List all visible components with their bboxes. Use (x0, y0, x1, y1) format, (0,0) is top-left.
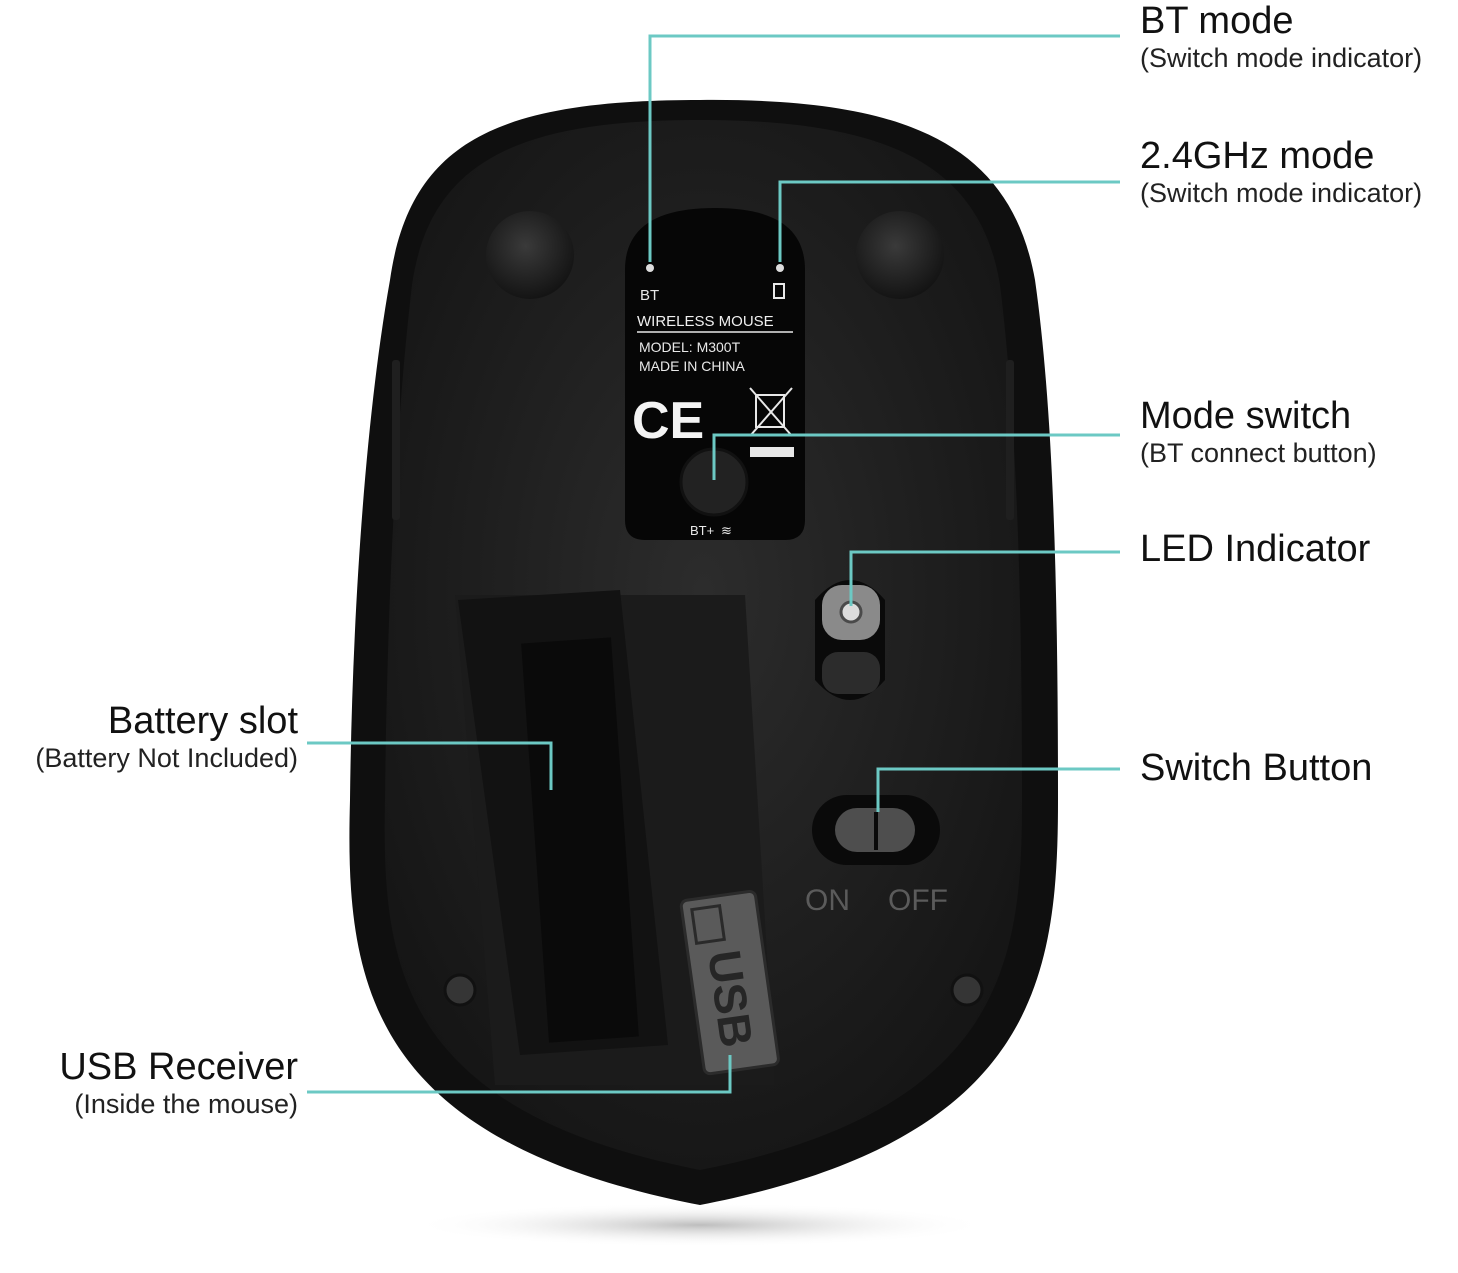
switch-off-label: OFF (888, 884, 948, 917)
callout-mode-switch-title: Mode switch (1140, 395, 1352, 437)
line-led (849, 550, 1120, 606)
label-button: BT+ (690, 523, 714, 538)
screw-left (443, 973, 477, 1007)
callout-battery-title: Battery slot (107, 700, 298, 742)
line-switch-button (876, 767, 1120, 812)
callout-usb-subtitle: (Inside the mouse) (74, 1089, 298, 1119)
callout-battery: Battery slot (Battery Not Included) (35, 700, 298, 774)
label-title: WIRELESS MOUSE (637, 313, 774, 330)
ce-mark: CE (632, 392, 704, 450)
left-grip (392, 360, 400, 520)
line-usb (307, 1055, 732, 1094)
callout-ghz-mode: 2.4GHz mode (Switch mode indicator) (1140, 135, 1422, 209)
callout-mode-switch: Mode switch (BT connect button) (1140, 395, 1377, 469)
foot-right (856, 211, 944, 299)
line-ghz-mode (778, 180, 1120, 262)
line-battery (307, 741, 553, 790)
callout-led: LED Indicator (1140, 528, 1370, 570)
drop-shadow (410, 1203, 990, 1247)
callout-lines (307, 34, 1120, 1094)
callout-mode-switch-subtitle: (BT connect button) (1140, 438, 1377, 468)
screw-right (950, 973, 984, 1007)
battery-cell (521, 637, 639, 1043)
line-mode-switch (712, 433, 1120, 480)
usb-receiver: USB (679, 889, 780, 1076)
label-bt: BT (640, 287, 659, 304)
callout-bt-mode-title: BT mode (1140, 0, 1294, 42)
callout-bt-mode: BT mode (Switch mode indicator) (1140, 0, 1422, 74)
callout-battery-subtitle: (Battery Not Included) (35, 743, 298, 773)
usb-symbol-icon (773, 283, 785, 299)
callout-usb-title: USB Receiver (59, 1046, 298, 1088)
switch-on-label: ON (805, 884, 850, 917)
callout-switch-button-title: Switch Button (1140, 747, 1373, 789)
callout-usb: USB Receiver (Inside the mouse) (59, 1046, 298, 1120)
bt-indicator-led (646, 264, 654, 272)
line-bt-mode (648, 34, 1120, 262)
wifi-icon: ≋ (721, 523, 732, 538)
label-origin: MADE IN CHINA (639, 358, 745, 374)
foot-left (486, 211, 574, 299)
right-grip (1006, 360, 1014, 520)
callout-led-title: LED Indicator (1140, 528, 1371, 570)
sensor-lower (822, 652, 880, 694)
callout-ghz-mode-title: 2.4GHz mode (1140, 135, 1375, 177)
callout-ghz-mode-subtitle: (Switch mode indicator) (1140, 178, 1423, 208)
ghz-indicator-led (776, 264, 784, 272)
weee-bin-icon (749, 387, 794, 457)
callout-bt-mode-subtitle: (Switch mode indicator) (1140, 43, 1423, 73)
label-model: MODEL: M300T (639, 339, 741, 355)
callout-switch-button: Switch Button (1140, 747, 1372, 789)
